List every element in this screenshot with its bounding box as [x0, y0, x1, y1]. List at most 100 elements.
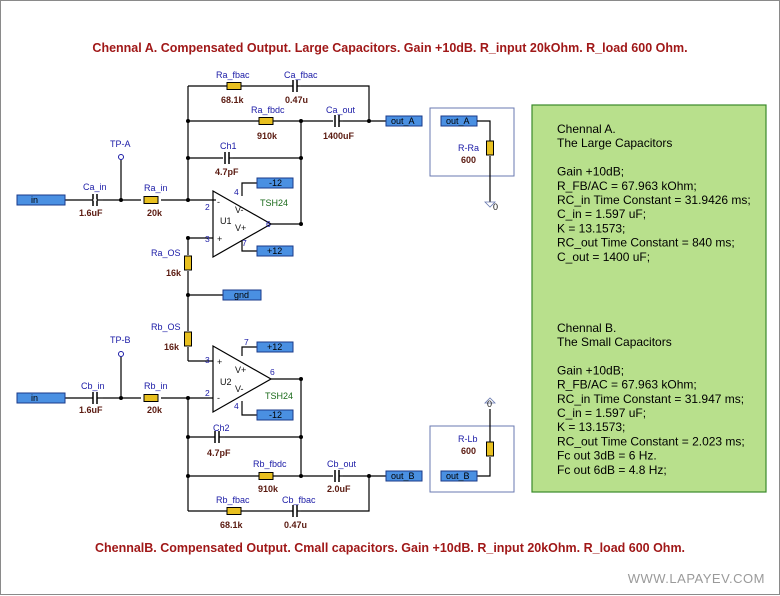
note-line: Fc out 3dB = 6 Hz. [557, 449, 657, 463]
resistor-rb-fbac [226, 507, 242, 515]
port-pos12-a[interactable]: +12 [256, 245, 294, 257]
label-tp-b: TP-B [110, 335, 131, 345]
u1-pin6: 6 [266, 219, 271, 229]
label-ca-out: Ca_out [326, 105, 356, 115]
test-point-b-icon[interactable] [118, 351, 124, 357]
note-line: C_in = 1.597 uF; [557, 406, 646, 420]
value-ra-fbdc: 910k [257, 131, 278, 141]
label-ra-in: Ra_in [144, 183, 168, 193]
label-cb-out: Cb_out [327, 459, 357, 469]
value-ca-out: 1400uF [323, 131, 355, 141]
svg-text:-12: -12 [269, 410, 282, 420]
u1-pin2: 2 [205, 202, 210, 212]
note-line: RC_in Time Constant = 31.947 ms; [557, 392, 744, 406]
port-in-a[interactable]: in [16, 194, 66, 206]
u1-pin4: 4 [234, 187, 239, 197]
value-ch2: 4.7pF [207, 448, 231, 458]
note-line: K = 13.1573; [557, 221, 625, 235]
label-ra-os: Ra_OS [151, 248, 181, 258]
svg-text:in: in [31, 195, 38, 205]
label-ca-in: Ca_in [83, 182, 107, 192]
value-cb-fbac: 0.47u [284, 520, 307, 530]
value-cb-in: 1.6uF [79, 405, 103, 415]
label-tp-a: TP-A [110, 139, 131, 149]
resistor-ra-os [184, 255, 192, 271]
capacitor-cb-fbac [292, 505, 301, 517]
label-rb-os: Rb_OS [151, 322, 181, 332]
note-line: The Small Capacitors [557, 335, 672, 349]
label-cb-in: Cb_in [81, 381, 105, 391]
u2-pin7: 7 [244, 337, 249, 347]
label-cb-fbac: Cb_fbac [282, 495, 316, 505]
value-r-ra: 600 [461, 155, 476, 165]
test-point-a-icon[interactable] [118, 154, 124, 160]
label-ch2: Ch2 [213, 423, 230, 433]
watermark: WWW.LAPAYEV.COM [628, 571, 765, 586]
u2-minus: - [217, 393, 220, 403]
note-line: C_out = 1400 uF; [557, 250, 650, 264]
svg-text:out_B: out_B [391, 471, 415, 481]
port-load-out-b[interactable]: out_B [440, 470, 478, 482]
title-channel-b: ChennalB. Compensated Output. Cmall capa… [95, 541, 685, 555]
value-rb-fbdc: 910k [258, 484, 279, 494]
value-rb-os: 16k [164, 342, 180, 352]
svg-text:in: in [31, 393, 38, 403]
note-line: Gain +10dB; [557, 363, 624, 377]
u1-vplus: V+ [235, 223, 246, 233]
resistor-rb-os [184, 331, 192, 347]
channel-a-circuit: - + V- V+ U1 TSH24 2 3 4 6 7 [16, 70, 423, 331]
value-ra-fbac: 68.1k [221, 95, 245, 105]
note-line: Gain +10dB; [557, 165, 624, 179]
port-pos12-b[interactable]: +12 [256, 341, 294, 353]
svg-text:out_A: out_A [446, 116, 470, 126]
port-neg12-b[interactable]: -12 [256, 409, 294, 421]
capacitor-ca-fbac [292, 80, 301, 92]
u1-vminus: V- [235, 205, 244, 215]
svg-text:+12: +12 [267, 342, 282, 352]
note-line: C_in = 1.597 uF; [557, 207, 646, 221]
ground-node-a: 0 [493, 202, 498, 212]
port-in-b[interactable]: in [16, 392, 66, 404]
value-cb-out: 2.0uF [327, 484, 351, 494]
u2-vminus: V- [235, 384, 244, 394]
u1-plus: + [217, 234, 222, 244]
note-line: Chennal B. [557, 321, 616, 335]
u1-minus: - [217, 197, 220, 207]
value-rb-fbac: 68.1k [220, 520, 244, 530]
port-gnd[interactable]: gnd [222, 289, 262, 301]
capacitor-ca-out [334, 115, 343, 127]
note-line: R_FB/AC = 67.963 kOhm; [557, 378, 697, 392]
value-ca-in: 1.6uF [79, 208, 103, 218]
svg-text:-12: -12 [269, 178, 282, 188]
port-neg12-a[interactable]: -12 [256, 177, 294, 189]
note-line: RC_out Time Constant = 2.023 ms; [557, 434, 745, 448]
label-rb-fbac: Rb_fbac [216, 495, 250, 505]
u2-name: U2 [220, 377, 232, 387]
load-box-b: 0 R-Lb 600 out_B [429, 397, 515, 493]
u2-pin2: 2 [205, 388, 210, 398]
svg-text:out_A: out_A [391, 116, 415, 126]
value-ca-fbac: 0.47u [285, 95, 308, 105]
note-line: The Large Capacitors [557, 136, 672, 150]
u1-name: U1 [220, 216, 232, 226]
note-line: RC_out Time Constant = 840 ms; [557, 236, 735, 250]
note-line: Chennal A. [557, 122, 616, 136]
value-ch1: 4.7pF [215, 167, 239, 177]
svg-text:+12: +12 [267, 246, 282, 256]
u2-plus: + [217, 357, 222, 367]
value-rb-in: 20k [147, 405, 163, 415]
resistor-ra-in [143, 196, 159, 204]
port-load-out-a[interactable]: out_A [440, 115, 478, 127]
resistor-ra-fbac [226, 82, 242, 90]
label-r-lb: R-Lb [458, 434, 478, 444]
note-line: K = 13.1573; [557, 420, 625, 434]
port-out-a[interactable]: out_A [385, 115, 423, 127]
channel-b-circuit: + - V+ V- U2 TSH24 3 2 7 6 4 [16, 322, 423, 530]
u1-pin7: 7 [242, 238, 247, 248]
port-out-b[interactable]: out_B [385, 470, 423, 482]
label-ra-fbac: Ra_fbac [216, 70, 250, 80]
resistor-rb-fbdc [258, 472, 274, 480]
